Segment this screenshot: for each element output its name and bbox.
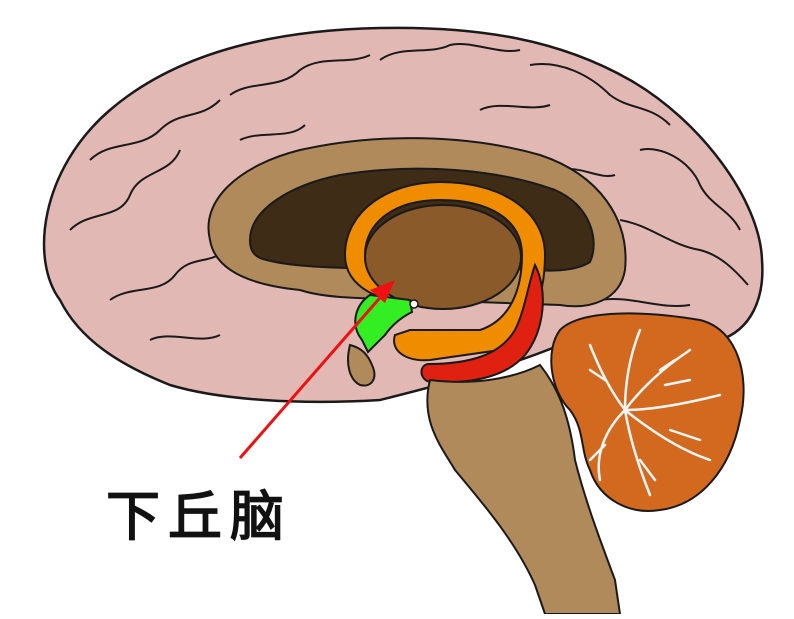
pituitary [347, 343, 376, 387]
pointer-arrow [238, 280, 395, 459]
red-tract [420, 262, 544, 384]
thalamus [364, 204, 522, 310]
structure-label: 下丘脑 [106, 484, 292, 548]
arbor-vitae [588, 328, 722, 497]
gyri-lines [69, 43, 749, 341]
commissure-node [409, 299, 419, 309]
brainstem [426, 363, 622, 615]
